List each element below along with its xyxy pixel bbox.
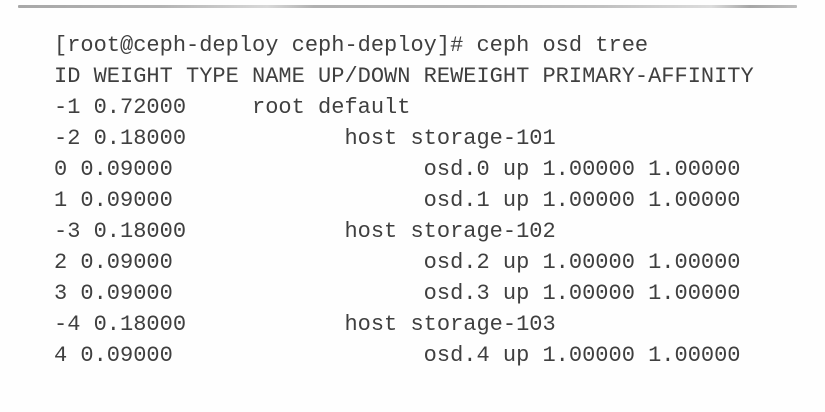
terminal-output: [root@ceph-deploy ceph-deploy]# ceph osd… xyxy=(54,33,754,368)
top-divider xyxy=(18,5,797,8)
